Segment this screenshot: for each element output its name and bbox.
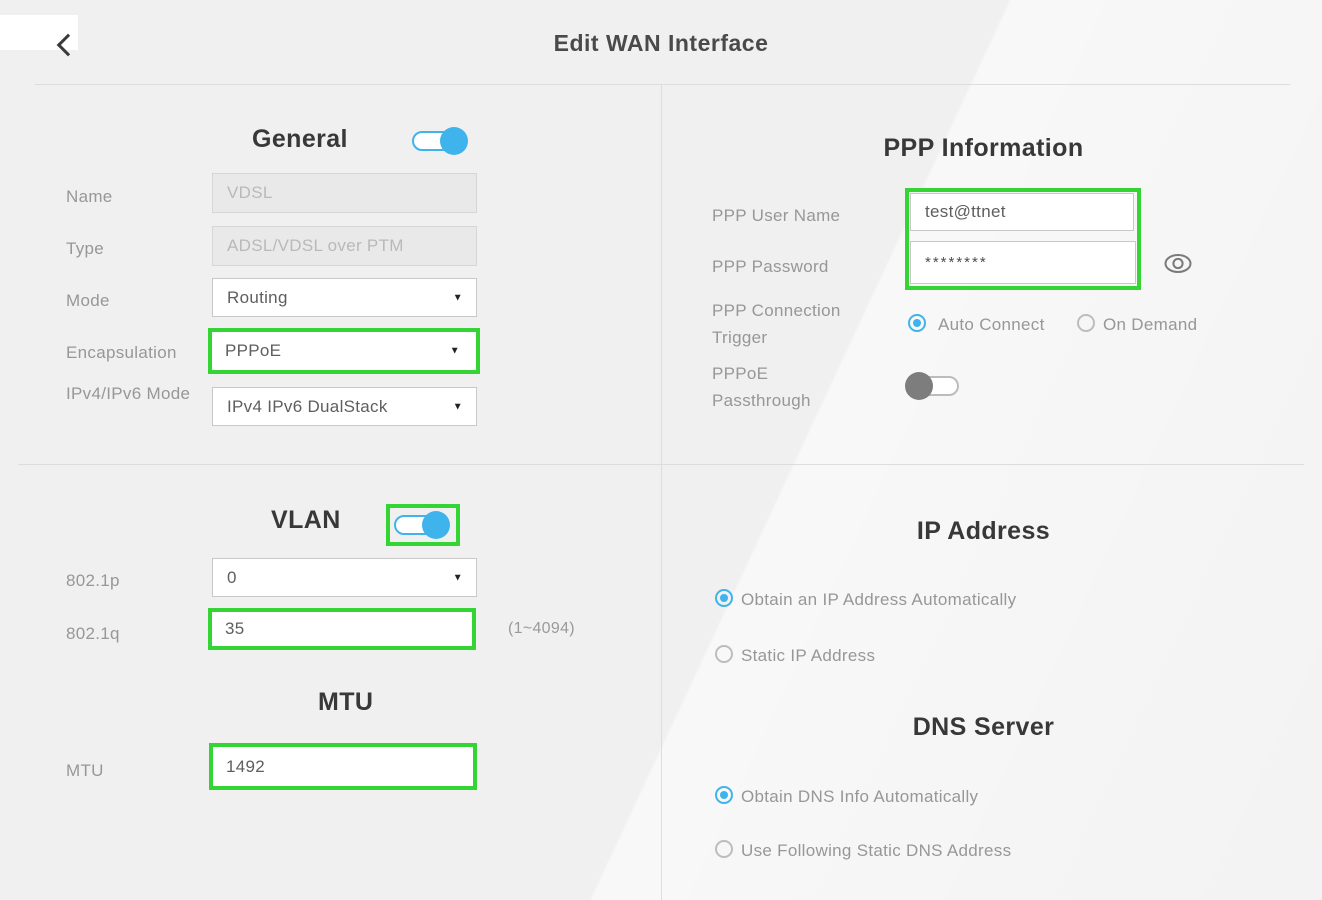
- ip-mode-select-value: IPv4 IPv6 DualStack: [227, 396, 388, 416]
- static-ip-label: Static IP Address: [741, 646, 876, 665]
- auto-connect-radio[interactable]: [908, 314, 926, 332]
- dropdown-caret-icon: ▼: [452, 401, 463, 412]
- ppp-username-label: PPP User Name: [712, 206, 841, 225]
- 8021q-label: 802.1q: [66, 624, 120, 643]
- ppp-credentials-highlight: [905, 188, 1141, 290]
- ip-mode-select[interactable]: IPv4 IPv6 DualStack ▼: [212, 387, 477, 426]
- toggle-knob: [422, 511, 450, 539]
- dns-server-heading: DNS Server: [912, 713, 1055, 741]
- header-divider: [35, 84, 1290, 85]
- mtu-input[interactable]: 1492: [209, 743, 477, 790]
- ip-mode-label: IPv4/IPv6 Mode: [66, 384, 191, 403]
- encapsulation-label: Encapsulation: [66, 343, 177, 362]
- general-heading: General: [252, 125, 348, 153]
- general-toggle[interactable]: [412, 126, 470, 156]
- section-divider: [18, 464, 1304, 465]
- mode-select[interactable]: Routing ▼: [212, 278, 477, 317]
- auto-connect-label: Auto Connect: [938, 315, 1045, 334]
- pppoe-passthrough-toggle[interactable]: [903, 371, 961, 401]
- obtain-ip-auto-radio[interactable]: [715, 589, 733, 607]
- ppp-password-label: PPP Password: [712, 257, 829, 276]
- 8021p-select[interactable]: 0 ▼: [212, 558, 477, 597]
- on-demand-radio[interactable]: [1077, 314, 1095, 332]
- ppp-trigger-label: PPP Connection Trigger: [712, 301, 841, 347]
- name-label: Name: [66, 187, 113, 206]
- page-title: Edit WAN Interface: [553, 30, 769, 56]
- pppoe-passthrough-label: PPPoE Passthrough: [712, 364, 811, 410]
- dropdown-caret-icon: ▼: [449, 345, 460, 357]
- ppp-username-input[interactable]: test@ttnet: [910, 193, 1134, 231]
- 8021q-input[interactable]: 35: [208, 608, 476, 650]
- column-divider: [661, 85, 662, 900]
- static-dns-radio[interactable]: [715, 840, 733, 858]
- dropdown-caret-icon: ▼: [452, 572, 463, 583]
- type-input: ADSL/VDSL over PTM: [212, 226, 477, 266]
- toggle-knob: [905, 372, 933, 400]
- ppp-heading: PPP Information: [883, 134, 1084, 162]
- obtain-dns-auto-radio[interactable]: [715, 786, 733, 804]
- mtu-heading: MTU: [318, 688, 374, 716]
- encapsulation-select-value: PPPoE: [225, 341, 282, 360]
- on-demand-label: On Demand: [1103, 315, 1198, 334]
- encapsulation-select[interactable]: PPPoE ▼: [208, 328, 480, 374]
- vlan-toggle-highlight: [386, 504, 460, 546]
- 8021p-select-value: 0: [227, 567, 237, 587]
- 8021q-range-hint: (1~4094): [508, 620, 575, 637]
- mode-select-value: Routing: [227, 287, 288, 307]
- show-password-button[interactable]: [1163, 251, 1193, 281]
- vlan-toggle[interactable]: [394, 510, 452, 540]
- back-button[interactable]: [0, 15, 80, 57]
- mode-label: Mode: [66, 291, 110, 310]
- name-input: VDSL: [212, 173, 477, 213]
- ppp-password-input[interactable]: ********: [910, 241, 1136, 284]
- mtu-label: MTU: [66, 761, 104, 780]
- obtain-dns-auto-label: Obtain DNS Info Automatically: [741, 787, 979, 806]
- static-dns-label: Use Following Static DNS Address: [741, 841, 1012, 860]
- dropdown-caret-icon: ▼: [452, 292, 463, 303]
- eye-icon: [1164, 254, 1192, 273]
- static-ip-radio[interactable]: [715, 645, 733, 663]
- 8021p-label: 802.1p: [66, 571, 120, 590]
- toggle-knob: [440, 127, 468, 155]
- ip-address-heading: IP Address: [916, 517, 1051, 545]
- type-label: Type: [66, 239, 105, 258]
- vlan-heading: VLAN: [271, 506, 341, 534]
- obtain-ip-auto-label: Obtain an IP Address Automatically: [741, 590, 1017, 609]
